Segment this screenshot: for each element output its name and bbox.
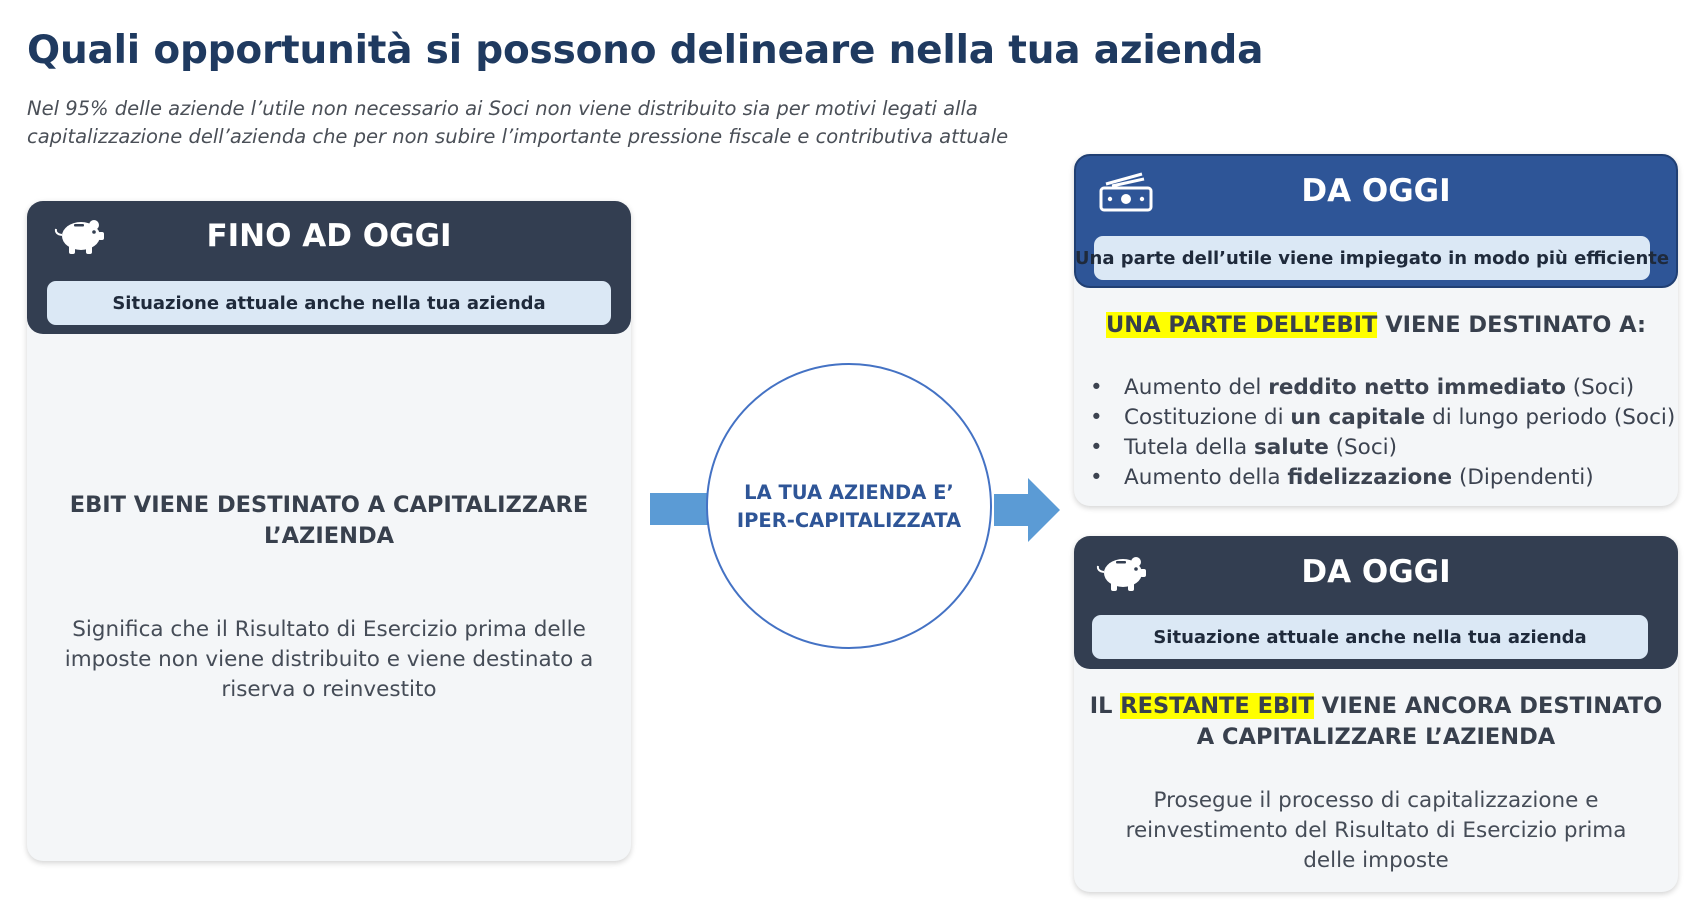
left-panel-body: Significa che il Risultato di Esercizio …: [27, 615, 631, 705]
bullet-item: Aumento della fidelizzazione (Dipendenti…: [1090, 463, 1675, 493]
arrow-left-segment: [650, 493, 710, 525]
right-top-heading-highlight: UNA PARTE DELL’EBIT: [1105, 312, 1378, 338]
right-top-heading-rest: VIENE DESTINATO A:: [1377, 312, 1647, 338]
bullet-item: Aumento del reddito netto immediato (Soc…: [1090, 373, 1675, 403]
left-heading-line-1: EBIT VIENE DESTINATO A CAPITALIZZARE: [69, 492, 589, 518]
bullet-text: Aumento del: [1124, 375, 1269, 400]
center-circle-text: LA TUA AZIENDA E’ IPER-CAPITALIZZATA: [708, 479, 990, 535]
heading-text: IL: [1089, 693, 1121, 719]
right-bottom-panel-header: DA OGGI Situazione attuale anche nella t…: [1074, 536, 1678, 669]
right-top-bullet-list: Aumento del reddito netto immediato (Soc…: [1090, 373, 1675, 493]
left-panel-pill: Situazione attuale anche nella tua azien…: [47, 281, 611, 325]
right-bottom-body-line-2: reinvestimento del Risultato di Esercizi…: [1125, 818, 1627, 843]
money-icon: [1098, 170, 1154, 218]
bullet-text: di lungo periodo (Soci): [1425, 405, 1676, 430]
right-bottom-heading-line-2: A CAPITALIZZARE L’AZIENDA: [1196, 724, 1556, 750]
left-heading-line-2: L’AZIENDA: [263, 523, 395, 549]
right-bottom-heading-line-1: IL RESTANTE EBIT VIENE ANCORA DESTINATO: [1074, 691, 1678, 722]
right-bottom-panel-title: DA OGGI: [1301, 554, 1451, 590]
bullet-text: Tutela della: [1124, 435, 1254, 460]
right-bottom-heading: IL RESTANTE EBIT VIENE ANCORA DESTINATO …: [1074, 691, 1678, 753]
left-body-line-1: Significa che il Risultato di Esercizio …: [72, 617, 586, 642]
page-title: Quali opportunità si possono delineare n…: [27, 28, 1264, 73]
right-bottom-body-line-3: delle imposte: [1303, 848, 1449, 873]
piggy-bank-icon: [1094, 552, 1148, 598]
right-bottom-body-line-1: Prosegue il processo di capitalizzazione…: [1153, 788, 1599, 813]
piggy-bank-icon: [52, 215, 106, 261]
left-panel-heading: EBIT VIENE DESTINATO A CAPITALIZZARE L’A…: [27, 490, 631, 552]
bullet-bold-text: un capitale: [1290, 405, 1426, 430]
bullet-text: Costituzione di: [1124, 405, 1291, 430]
arrow-right-head: [994, 478, 1060, 542]
center-line-2: IPER-CAPITALIZZATA: [736, 509, 962, 532]
center-line-1: LA TUA AZIENDA E’: [744, 481, 954, 504]
bullet-text: (Soci): [1328, 435, 1398, 460]
right-top-panel-pill: Una parte dell’utile viene impiegato in …: [1075, 236, 1669, 280]
center-circle: LA TUA AZIENDA E’ IPER-CAPITALIZZATA: [706, 363, 992, 649]
right-top-heading: UNA PARTE DELL’EBIT VIENE DESTINATO A:: [1074, 310, 1678, 341]
page-subtitle: Nel 95% delle aziende l’utile non necess…: [27, 95, 1008, 151]
left-body-line-3: riserva o reinvestito: [221, 677, 437, 702]
bullet-text: (Soci): [1565, 375, 1635, 400]
left-panel-title: FINO AD OGGI: [206, 218, 452, 254]
subtitle-line-1: Nel 95% delle aziende l’utile non necess…: [27, 97, 978, 120]
right-bottom-body: Prosegue il processo di capitalizzazione…: [1074, 786, 1678, 876]
right-top-panel-header: DA OGGI Una parte dell’utile viene impie…: [1074, 154, 1678, 288]
bullet-text: Aumento della: [1124, 465, 1288, 490]
left-body-line-2: imposte non viene distribuito e viene de…: [64, 647, 594, 672]
bullet-text: (Dipendenti): [1452, 465, 1594, 490]
right-bottom-panel-pill: Situazione attuale anche nella tua azien…: [1092, 615, 1648, 659]
subtitle-line-2: capitalizzazione dell’azienda che per no…: [27, 125, 1009, 148]
bullet-item: Costituzione di un capitale di lungo per…: [1090, 403, 1675, 433]
right-bottom-heading-highlight: RESTANTE EBIT: [1120, 693, 1314, 719]
bullet-bold-text: reddito netto immediato: [1268, 375, 1566, 400]
bullet-bold-text: fidelizzazione: [1287, 465, 1453, 490]
left-panel-header: FINO AD OGGI Situazione attuale anche ne…: [27, 201, 631, 334]
bullet-item: Tutela della salute (Soci): [1090, 433, 1675, 463]
right-top-panel-title: DA OGGI: [1301, 173, 1451, 209]
bullet-bold-text: salute: [1253, 435, 1329, 460]
heading-text: VIENE ANCORA DESTINATO: [1313, 693, 1663, 719]
